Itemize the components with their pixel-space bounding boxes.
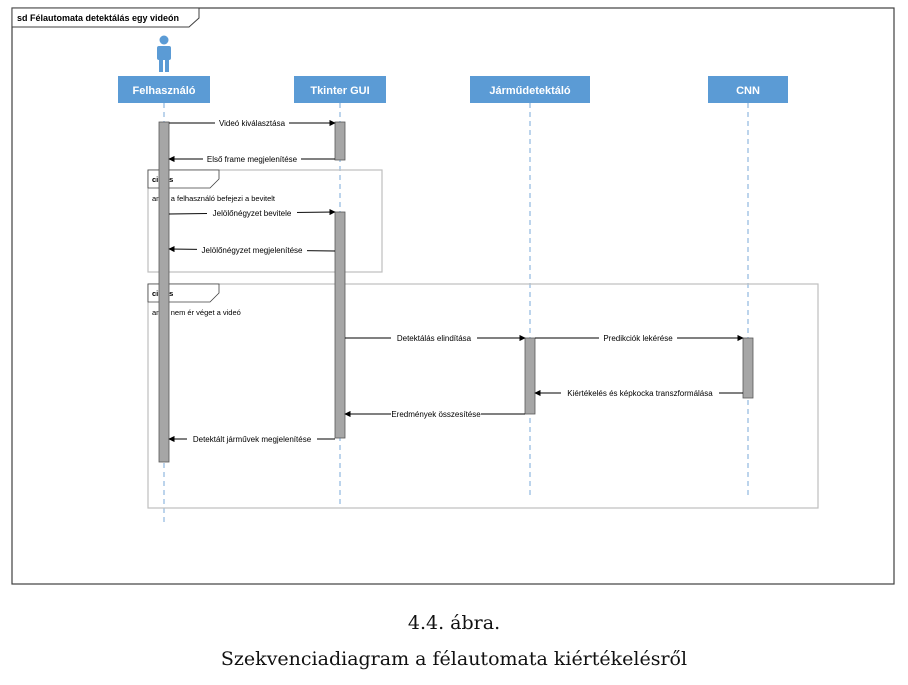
message-label-5: Detektálás elindítása [397,334,472,343]
message-label-9: Detektált járművek megjelenítése [193,435,312,444]
message-label-bg-1 [215,117,289,128]
message-label-bg-9 [187,433,317,444]
message-label-8: Eredmények összesítése [391,410,481,419]
participant-box-gui [294,76,386,103]
message-label-6: Predikciók lekérése [603,334,673,343]
message-label-2: Első frame megjelenítése [207,155,298,164]
activation-gui-2 [334,211,346,439]
message-label-bg-4 [197,244,307,255]
loop-guard-2: amíg nem ér véget a videó [152,308,241,317]
message-label-4: Jelölőnégyzet megjelenítése [202,246,304,255]
activation-cnn [742,337,754,399]
frame-title: sd Félautomata detektálás egy videón [17,13,179,23]
participant-label-gui: Tkinter GUI [310,85,369,97]
sequence-diagram: sd Félautomata detektálás egy videón cik… [11,7,895,585]
figure-caption: Szekvenciadiagram a félautomata kiértéke… [220,648,688,670]
participant-label-det: Járműdetektáló [489,85,571,97]
frame-title-tab [11,7,200,28]
figure-number: 4.4. ábra. [407,612,501,634]
participant-box-det [470,76,590,103]
activation-detector [524,337,536,415]
participant-label-user: Felhasználó [133,85,196,97]
message-label-bg-8 [391,408,481,419]
activations [158,121,754,463]
user-actor-icon [157,35,171,72]
participant-box-cnn [708,76,788,103]
message-label-bg-3 [207,207,297,218]
message-label-7: Kiértékelés és képkocka transzformálása [567,389,713,398]
participant-box-user [118,76,210,103]
message-label-bg-2 [203,153,301,164]
participant-label-cnn: CNN [736,85,760,97]
message-label-bg-6 [599,332,677,343]
activation-user [158,121,170,463]
message-label-3: Jelölőnégyzet bevitele [213,209,292,218]
message-label-bg-5 [391,332,477,343]
message-label-bg-7 [561,387,719,398]
participants: Felhasználó Tkinter GUI Járműdetektáló CNN [118,76,788,103]
loop-guard-1: amíg a felhasználó befejezi a bevitelt [152,194,276,203]
activation-gui-1 [334,121,346,161]
message-label-1: Videó kiválasztása [219,119,286,128]
